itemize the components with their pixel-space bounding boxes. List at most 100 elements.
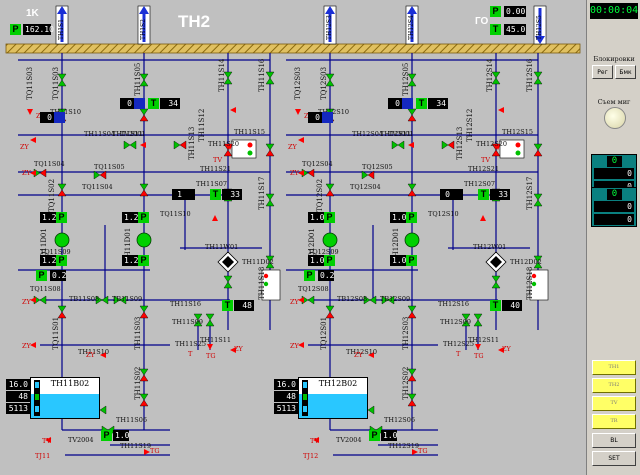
valve-icon[interactable]	[325, 305, 335, 319]
pressure-indicator: P	[10, 24, 21, 35]
valve-icon[interactable]	[407, 108, 417, 122]
valve-icon[interactable]	[139, 393, 149, 407]
valve-icon[interactable]	[265, 143, 275, 157]
outlet-label: ZY	[22, 169, 31, 177]
status-square	[452, 189, 463, 200]
riser-tag: TH12S3	[326, 15, 333, 40]
valve-icon[interactable]	[391, 140, 405, 150]
pump-icon[interactable]	[136, 232, 152, 248]
mode-button-4[interactable]: TR	[592, 414, 636, 429]
valve-icon[interactable]	[381, 295, 395, 305]
small-tag: TQ11S09	[40, 248, 71, 256]
valve-icon[interactable]	[473, 313, 483, 327]
outlet-label: T	[188, 350, 193, 358]
outlet-label: ZY	[288, 143, 297, 151]
valve-icon[interactable]	[407, 73, 417, 87]
valve-icon[interactable]	[223, 275, 233, 289]
tank-value: 16.0	[6, 379, 30, 390]
valve-icon[interactable]	[139, 183, 149, 197]
valve-icon[interactable]	[407, 305, 417, 319]
control-panel: 00:00:04 Блокировки Рег Бмк Съем миг 0 0…	[586, 0, 640, 475]
valve-icon[interactable]	[533, 193, 543, 207]
valve-icon[interactable]	[491, 275, 501, 289]
valve-tag: TQ11S03	[26, 66, 34, 100]
outlet-label: ZY	[354, 351, 363, 359]
small-tag: TH11D02	[242, 258, 274, 266]
status-square	[54, 112, 65, 123]
valve-icon[interactable]	[533, 71, 543, 85]
outlet-label: ZY	[290, 298, 299, 306]
lcd-value: 1.0	[390, 212, 407, 223]
alarm-light	[531, 273, 537, 279]
status-light	[515, 150, 521, 156]
valve-icon[interactable]	[93, 170, 107, 180]
unit-tag: TH11S15	[234, 128, 265, 136]
valve-icon[interactable]	[407, 368, 417, 382]
valve-icon[interactable]	[265, 71, 275, 85]
valve-icon[interactable]	[139, 108, 149, 122]
small-tag: TQ12S04	[302, 160, 333, 168]
pressure-indicator: P	[56, 212, 67, 223]
valve-icon[interactable]	[265, 255, 275, 269]
valve-icon[interactable]	[491, 71, 501, 85]
exchanger-tag: TH12W01	[473, 243, 507, 251]
exchanger-tag: TH11W01	[205, 243, 239, 251]
valve-icon[interactable]	[57, 305, 67, 319]
outlet-label: TJ12	[303, 452, 319, 460]
valve-icon[interactable]	[363, 295, 377, 305]
valve-icon[interactable]	[325, 183, 335, 197]
pump-icon[interactable]	[404, 232, 420, 248]
valve-icon[interactable]	[461, 313, 471, 327]
alarm-light	[515, 142, 521, 148]
flow-value: 0	[388, 98, 402, 109]
outlet-label: TG	[150, 447, 160, 455]
valve-icon[interactable]	[533, 255, 543, 269]
set-button[interactable]: SET	[592, 451, 636, 466]
valve-icon[interactable]	[139, 305, 149, 319]
valve-icon[interactable]	[361, 170, 375, 180]
valve-icon[interactable]	[407, 183, 417, 197]
lock-label: Блокировки	[593, 55, 635, 63]
alarm-lamp[interactable]	[604, 107, 626, 129]
valve-icon[interactable]	[441, 140, 455, 150]
valve-tag: TB11S09	[112, 295, 143, 303]
tank-value: 48	[274, 391, 298, 402]
blk-button[interactable]: Бмк	[615, 65, 636, 79]
small-tag: TH11S04	[84, 130, 115, 138]
valve-tag: TH11S18	[258, 266, 266, 300]
bl-button[interactable]: BL	[592, 433, 636, 448]
temp-value: 40	[502, 300, 522, 311]
valve-tag: TH11S17	[258, 176, 266, 210]
temp-indicator: T	[148, 98, 159, 109]
status-square	[134, 98, 145, 109]
flow-arrow	[298, 342, 304, 348]
valve-tag: TH11S03	[134, 316, 142, 350]
outlet-label: ZY	[290, 169, 299, 177]
valve-icon[interactable]	[123, 140, 137, 150]
valve-icon[interactable]	[205, 313, 215, 327]
valve-icon[interactable]	[57, 183, 67, 197]
valve-icon[interactable]	[139, 73, 149, 87]
mode-button-2[interactable]: TH2	[592, 378, 636, 393]
flow-arrow	[30, 137, 36, 143]
valve-icon[interactable]	[223, 71, 233, 85]
valve-icon[interactable]	[173, 140, 187, 150]
mode-button-1[interactable]: TH1	[592, 360, 636, 375]
flow-arrow	[498, 107, 504, 113]
pump-icon[interactable]	[54, 232, 70, 248]
pump-icon[interactable]	[322, 232, 338, 248]
valve-icon[interactable]	[113, 295, 127, 305]
valve-icon[interactable]	[407, 393, 417, 407]
valve-icon[interactable]	[193, 313, 203, 327]
valve-icon[interactable]	[95, 295, 109, 305]
reg-button[interactable]: Рег	[592, 65, 613, 79]
valve-icon[interactable]	[139, 368, 149, 382]
valve-icon[interactable]	[265, 193, 275, 207]
valve-icon[interactable]	[57, 73, 67, 87]
small-tag: TH12S20	[476, 140, 507, 148]
small-tag: TV2004	[336, 436, 362, 444]
mode-button-3[interactable]: TV	[592, 396, 636, 411]
valve-icon[interactable]	[325, 73, 335, 87]
valve-icon[interactable]	[533, 143, 543, 157]
